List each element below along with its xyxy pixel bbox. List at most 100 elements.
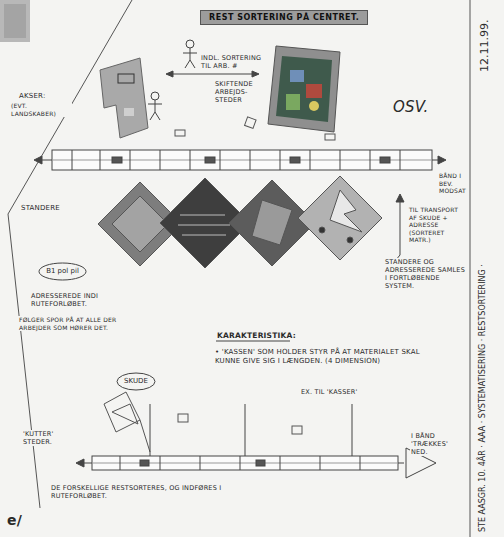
photo-collage-left-part: [100, 58, 148, 138]
sketch-marks-part: [175, 130, 185, 136]
conveyor-belt-lower-part: [360, 456, 361, 470]
photo-collage-left: [100, 58, 148, 138]
date: 12.11.99.: [478, 20, 491, 72]
stick-figure-part: [151, 92, 159, 100]
conveyor-belt-lower-part: [320, 456, 321, 470]
box-sketch-part: [112, 404, 138, 424]
note: SKIFTENDE ARBEJDS-STEDER: [214, 80, 268, 104]
note: BÅND I BEV. MODSAT: [438, 172, 469, 195]
photo-card-right-part: [290, 70, 304, 82]
node-text: B1 pol pil: [38, 267, 87, 275]
etc-label: OSV.: [392, 98, 429, 117]
conveyor-belt-lower-part: [245, 404, 246, 456]
conveyor-belt-lower-part: [280, 456, 281, 470]
conveyor-belt-part: [280, 150, 281, 170]
heading: KARAKTERISTIKA:: [216, 331, 297, 340]
photo-diamonds-part: [229, 180, 315, 266]
note: I BÅND 'TRÆKKES' NED.: [410, 432, 467, 456]
photo-diamonds-part: [112, 196, 168, 252]
photo-collage-left-part: [124, 108, 134, 116]
conveyor-belt-part: [370, 150, 371, 170]
conveyor-belt-part: [52, 150, 432, 170]
note: DE FORSKELLIGE RESTSORTERES, OG INDFØRES…: [50, 484, 252, 500]
conveyor-belt-lower-part: [92, 463, 398, 464]
node-ellipse: [117, 373, 155, 390]
stick-figure-part: [148, 104, 162, 105]
sketch-marks: [175, 117, 335, 140]
double-arrow-part: [252, 71, 259, 77]
conveyor-belt-part: [400, 150, 401, 170]
conveyor-belt-part: [190, 150, 191, 170]
conveyor-belt-lower-part: [256, 460, 265, 466]
stick-figure-part: [186, 40, 194, 48]
photo-card-right-part: [309, 101, 319, 111]
box-sketch-part: [178, 414, 188, 422]
figure-letter: e/: [6, 512, 23, 530]
conveyor-belt-part: [34, 156, 42, 164]
vertical-caption: STE AASGR. 10. 4ÅR · AAA · SYSTEMATISERI…: [478, 264, 487, 532]
sketch-marks-part: [325, 134, 335, 140]
box-sketch: [104, 392, 302, 452]
label-oval: SKUDE: [116, 372, 156, 391]
page-outline-part: [470, 0, 471, 537]
note: FØLGER SPOR PÅ AT ALLE DER ARBEJDER SOM …: [18, 316, 130, 331]
photo-card-right: [268, 46, 340, 132]
return-arrow: [396, 194, 406, 266]
stick-figure-part: [155, 100, 156, 112]
note: TIL TRANSPORT AF SKUDE + ADRESSE (SORTER…: [408, 206, 468, 244]
conveyor-belt-lower-part: [150, 404, 151, 456]
note: (EVT. LANDSKABER): [10, 102, 72, 117]
title-banner: REST SORTERING PÅ CENTRET.: [200, 10, 368, 25]
stick-figure-part: [185, 60, 190, 68]
return-arrow-part: [396, 194, 404, 202]
axis-label: AKSER:: [18, 92, 46, 101]
photo-diamonds-part: [319, 227, 325, 233]
note: ADRESSEREDE INDI RUTEFORLØBET.: [30, 292, 106, 308]
conveyor-belt-lower-part: [92, 456, 398, 470]
conveyor-belt-part: [52, 160, 432, 161]
conveyor-belt-lower-part: [160, 456, 161, 470]
conveyor-belt-part: [380, 157, 390, 163]
photo-diamonds-part: [347, 237, 353, 243]
part-name: 'KUTTER' STEDER.: [22, 430, 76, 446]
return-arrow-part: [400, 200, 401, 255]
texture-swatch-part: [4, 4, 26, 38]
conveyor-belt-part: [290, 157, 300, 163]
texture-swatch-part: [0, 0, 30, 42]
sketch-marks-part: [245, 117, 257, 129]
node-text: SKUDE: [116, 377, 156, 385]
stick-figure-part: [190, 60, 195, 68]
conveyor-belt-lower-part: [140, 460, 149, 466]
box-sketch-part: [104, 392, 140, 432]
conveyor-belt-part: [130, 150, 131, 170]
conveyor-belt-lower-part: [398, 463, 404, 464]
conveyor-belt: [34, 150, 446, 170]
conveyor-belt-part: [112, 157, 122, 163]
photo-diamonds-part: [182, 235, 226, 236]
page-outline: [8, 0, 470, 537]
photo-card-right-part: [286, 94, 300, 110]
conveyor-belt-part: [100, 150, 101, 170]
conveyor-belt-part: [220, 150, 221, 170]
stick-figure-part: [150, 112, 155, 120]
stick-figure-part: [155, 112, 160, 120]
conveyor-belt-lower-part: [200, 456, 201, 470]
note: INDL. SORTERING TIL ARB. #: [200, 54, 272, 70]
note: STANDERE OG ADRESSEREDE SAMLES I FORTLØB…: [384, 258, 468, 291]
stick-figure-part: [190, 48, 191, 60]
photo-diamonds: [98, 176, 382, 268]
photo-card-right-part: [268, 46, 340, 132]
conveyor-belt-part: [438, 156, 446, 164]
stick-figure-part: [183, 53, 197, 54]
conveyor-belt-part: [250, 150, 251, 170]
texture-swatch: [0, 0, 30, 42]
photo-card-right-part: [276, 56, 332, 122]
conveyor-belt-lower-part: [76, 459, 84, 467]
photo-diamonds-part: [252, 200, 292, 245]
photo-card-right-part: [306, 84, 322, 98]
conveyor-belt-lower-part: [240, 456, 241, 470]
underline: [216, 341, 290, 342]
callout-circle: B1 pol pil: [38, 262, 87, 281]
stick-figure: [148, 40, 197, 120]
conveyor-belt-lower: [76, 404, 404, 470]
